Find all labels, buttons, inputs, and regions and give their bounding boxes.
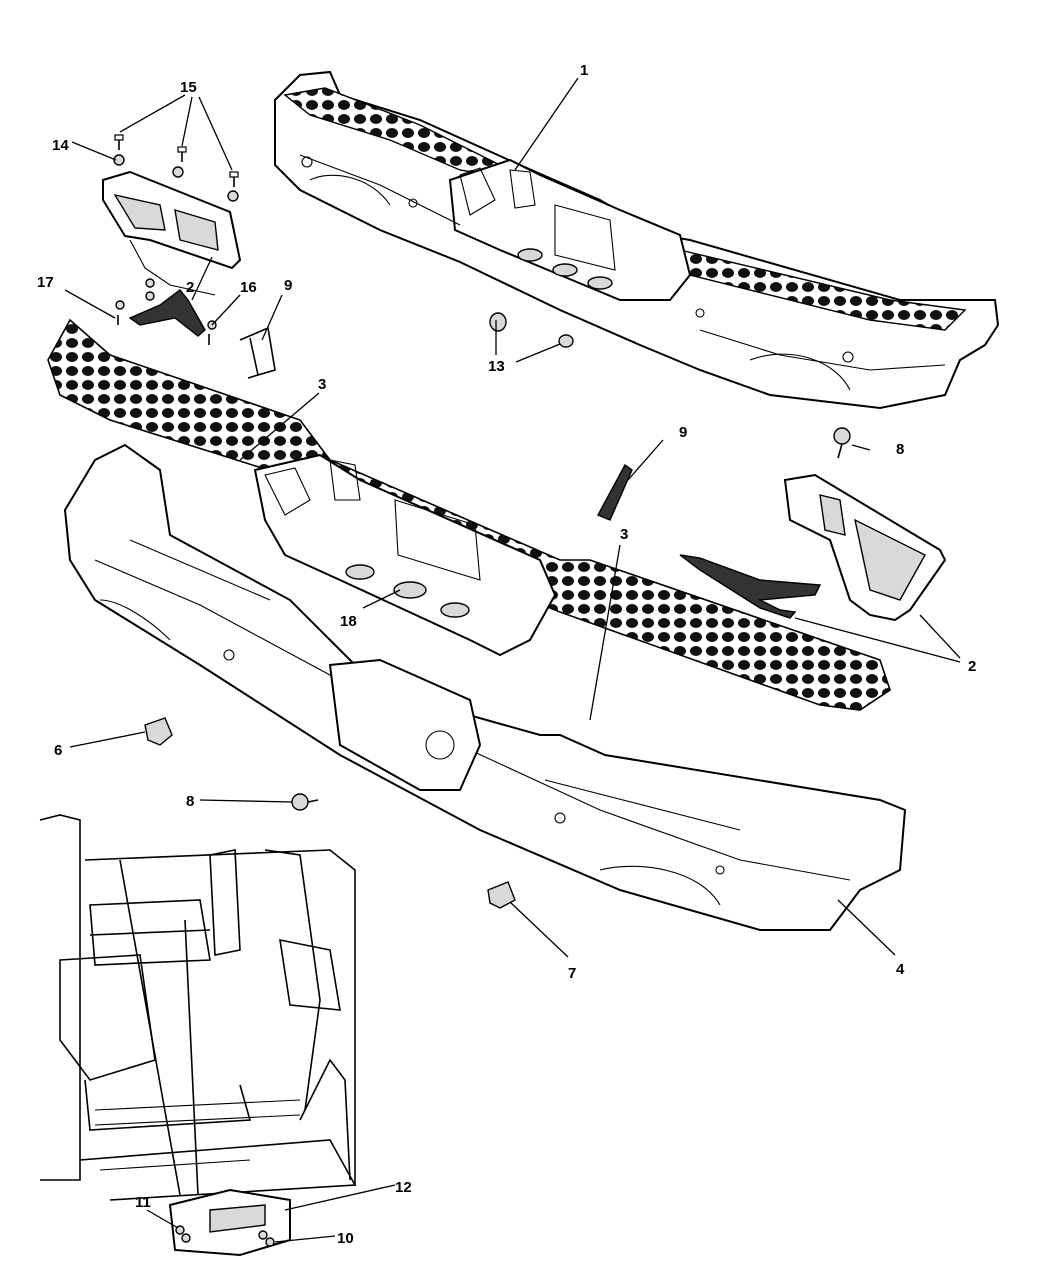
screw-icon (175, 1225, 191, 1243)
brace-icon (128, 289, 206, 337)
callout-2: 2 (186, 279, 194, 296)
bolt-icon (114, 134, 124, 150)
park-sensor-icon (144, 717, 173, 746)
callout-3: 3 (318, 376, 326, 393)
bolt-icon (229, 171, 239, 187)
callout-15: 15 (180, 79, 197, 96)
bolt-icon (115, 300, 210, 345)
cab-interior-illustration (39, 814, 357, 1201)
bolt-icon (177, 146, 187, 162)
leader-lines (64, 77, 961, 1243)
callout-12: 12 (395, 1179, 412, 1196)
park-sensor-icon (487, 881, 516, 909)
callout-10: 10 (337, 1230, 354, 1247)
callout-7: 7 (568, 965, 576, 982)
callout-13: 13 (488, 358, 505, 375)
callout-9: 9 (679, 424, 687, 441)
callout-11: 11 (135, 1194, 151, 1211)
bolt-icon (833, 427, 851, 459)
callout-8: 8 (896, 441, 904, 458)
callout-3: 3 (620, 526, 628, 543)
callout-17: 17 (37, 274, 54, 291)
bumper-fascia-icon (63, 443, 907, 931)
license-bracket-icon (239, 326, 276, 379)
step-pad-icon (47, 318, 891, 711)
cargo-pad-icon (168, 1188, 291, 1257)
mounting-bracket-icon (102, 170, 242, 296)
callout-1: 1 (580, 62, 588, 79)
plug-icon (489, 312, 574, 348)
callout-2: 2 (968, 658, 976, 675)
tow-pocket-icon (253, 453, 557, 791)
bolt-icon (291, 793, 319, 811)
nut-icon (113, 154, 239, 202)
callout-labels: 1 15 14 2 17 16 9 13 3 9 8 3 18 2 6 8 7 … (37, 62, 976, 1247)
callout-8: 8 (186, 793, 194, 810)
callout-9: 9 (284, 277, 292, 294)
license-bracket-icon (597, 463, 633, 521)
screw-icon (258, 1230, 275, 1247)
brace-icon (679, 554, 822, 619)
callout-18: 18 (340, 613, 357, 630)
rear-bumper-assembly-icon (274, 70, 1000, 410)
mounting-bracket-icon (783, 473, 947, 622)
callout-16: 16 (240, 279, 257, 296)
callout-14: 14 (52, 137, 69, 154)
callout-6: 6 (54, 742, 62, 759)
callout-4: 4 (896, 961, 905, 978)
